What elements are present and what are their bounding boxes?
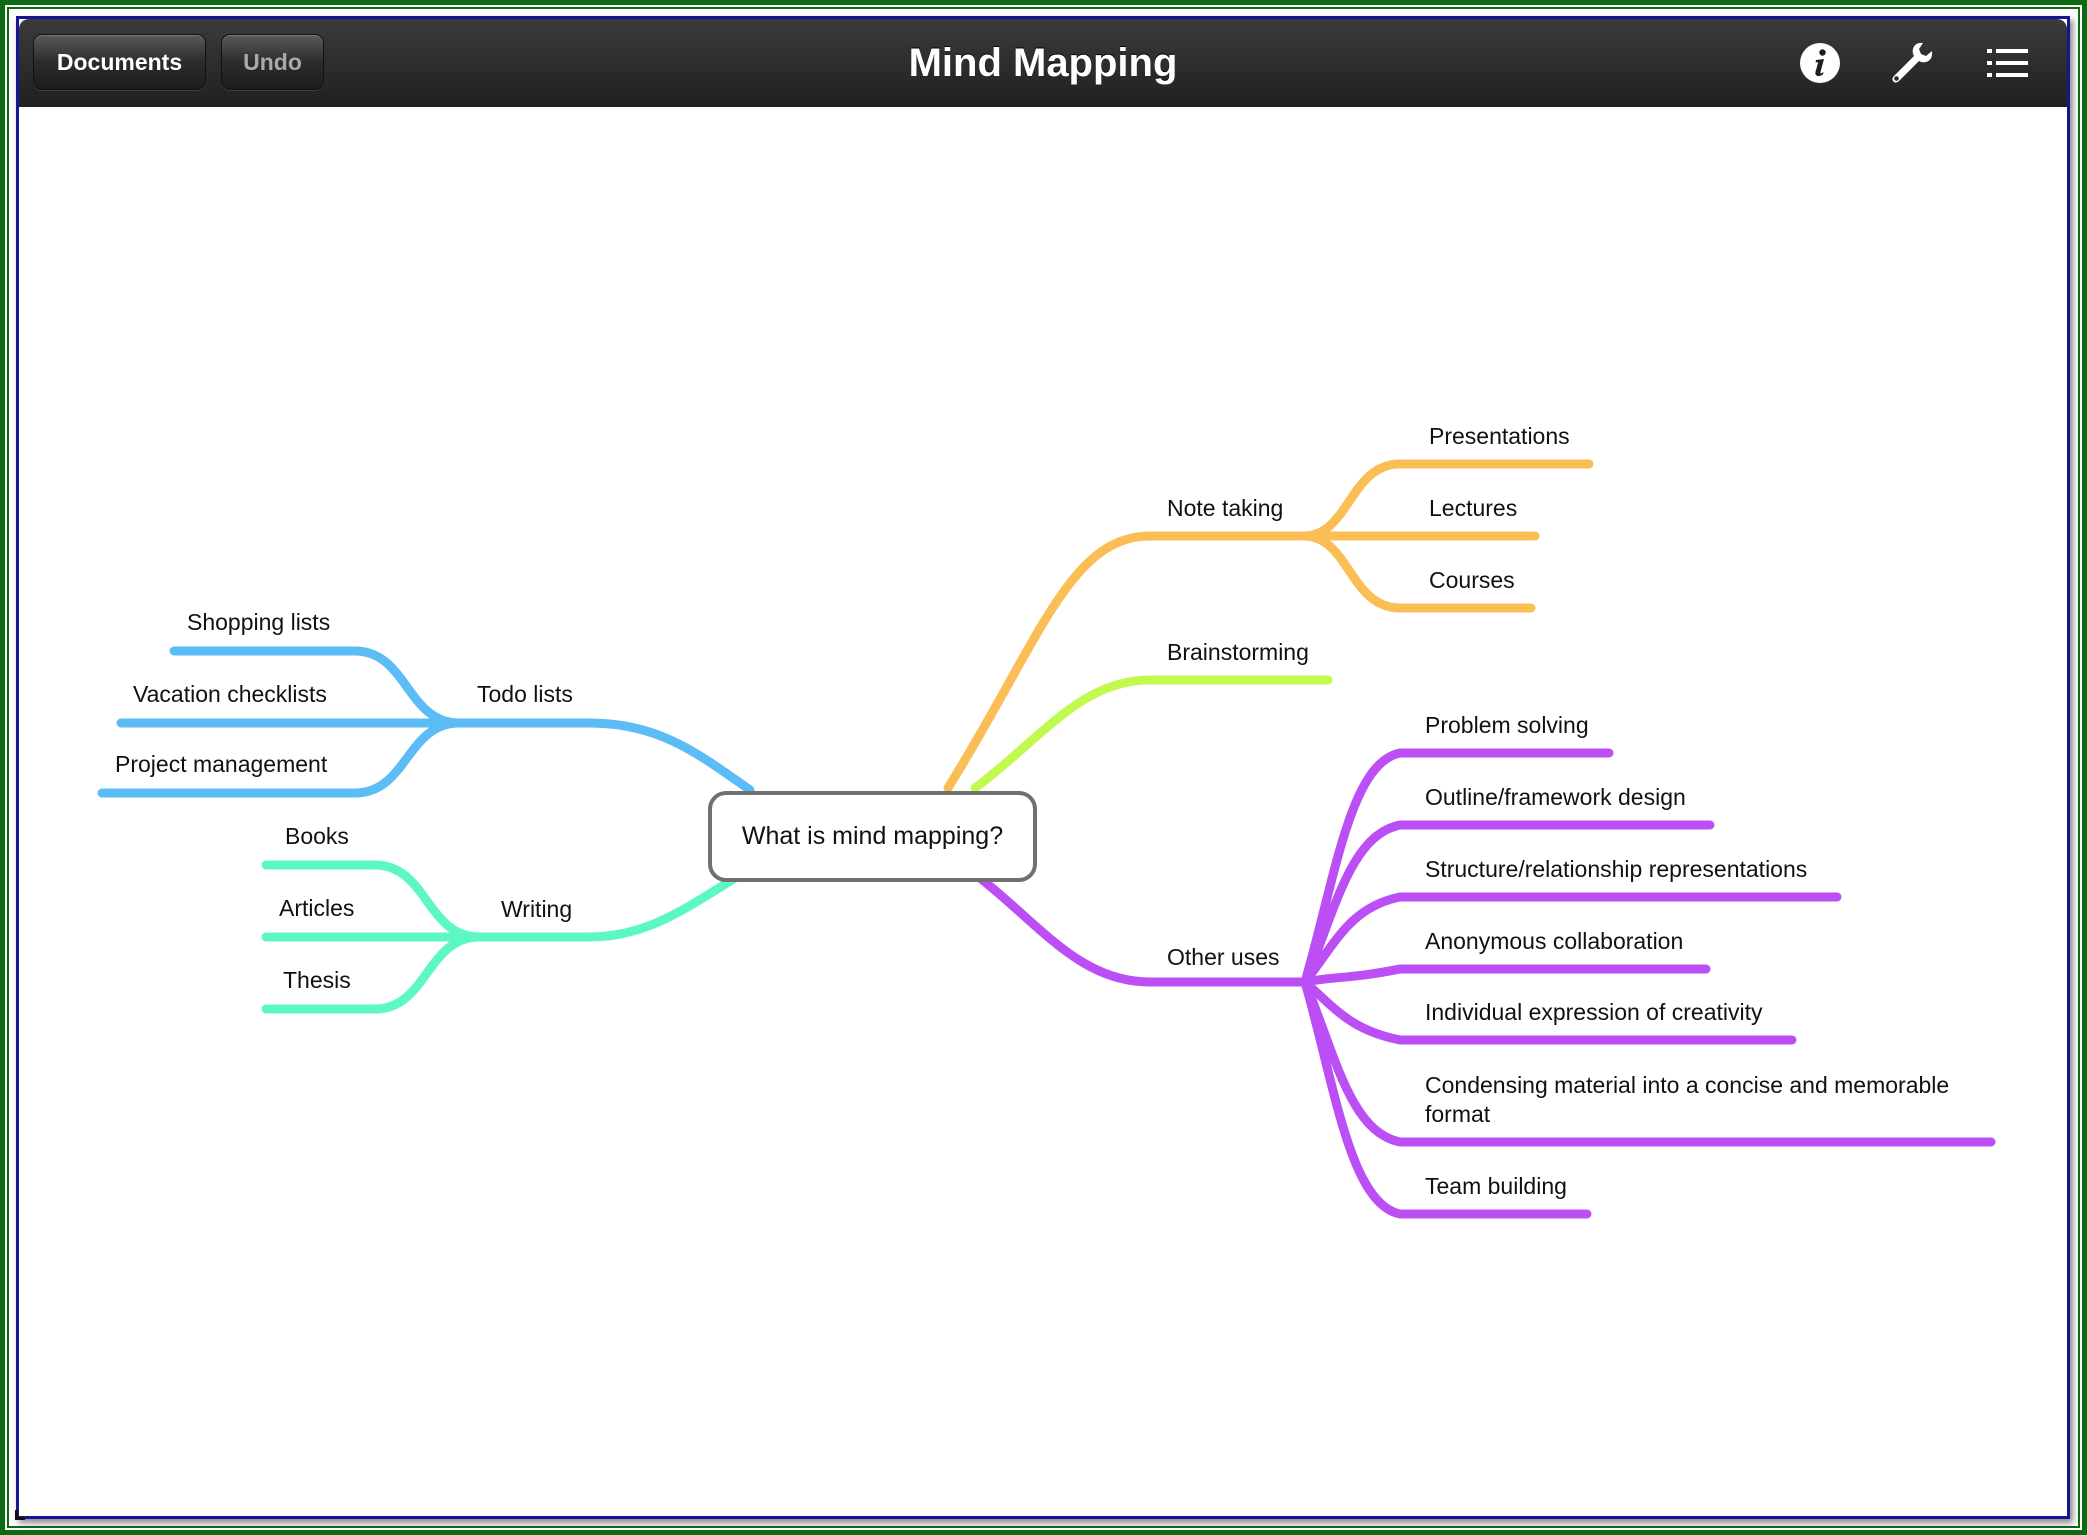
other-uses-child-link [1300, 892, 1842, 987]
note-taking-branch-link [943, 531, 1309, 793]
node-note-taking[interactable]: Note taking [1167, 495, 1284, 521]
note-taking-child-link [1299, 531, 1536, 613]
brainstorming-branch-link [970, 675, 1333, 793]
writing-branch-link [474, 867, 750, 942]
node-writing-child[interactable]: Books [285, 823, 349, 849]
node-other-uses[interactable]: Other uses [1167, 944, 1280, 970]
todo-branch-link [454, 718, 755, 795]
info-button[interactable] [1794, 39, 1846, 87]
node-todo-child[interactable]: Shopping lists [187, 609, 331, 635]
page-title: Mind Mapping [908, 41, 1178, 85]
app-window: Documents Undo Mind Mapping [16, 16, 2070, 1519]
node-other-uses-child[interactable]: Condensing material into a concise and m… [1425, 1072, 1950, 1127]
node-other-uses-child[interactable]: Anonymous collaboration [1425, 928, 1684, 954]
node-other-uses-child[interactable]: Outline/framework design [1425, 784, 1686, 810]
node-note-taking-child[interactable]: Courses [1429, 567, 1515, 593]
mind-map-canvas[interactable]: What is mind mapping? Todo lists Shopping… [19, 107, 2067, 1516]
node-todo-lists[interactable]: Todo lists [477, 681, 573, 707]
todo-child-link [97, 718, 464, 798]
undo-button[interactable]: Undo [221, 34, 324, 90]
outline-list-button[interactable] [1982, 39, 2034, 87]
mind-map-links [97, 459, 1996, 1219]
list-icon [1987, 49, 2028, 77]
other-uses-child-link [1300, 820, 1715, 987]
info-icon [1800, 43, 1840, 83]
node-todo-child[interactable]: Vacation checklists [133, 681, 327, 707]
other-uses-child-link [1300, 964, 1711, 987]
node-other-uses-child[interactable]: Team building [1425, 1173, 1567, 1199]
node-note-taking-child[interactable]: Presentations [1429, 423, 1570, 449]
other-uses-branch-link [975, 873, 1310, 987]
wrench-icon [1892, 42, 1933, 83]
node-other-uses-child[interactable]: Individual expression of creativity [1425, 999, 1763, 1025]
other-uses-child-link [1300, 748, 1614, 987]
node-note-taking-child[interactable]: Lectures [1429, 495, 1518, 521]
node-writing-child[interactable]: Thesis [283, 967, 351, 993]
central-topic-label: What is mind mapping? [741, 822, 1004, 850]
other-uses-child-link [1300, 977, 1797, 1045]
node-other-uses-child[interactable]: Structure/relationship representations [1425, 856, 1808, 882]
toolbar: Documents Undo Mind Mapping [19, 19, 2067, 107]
documents-button[interactable]: Documents [33, 34, 206, 90]
node-todo-child[interactable]: Project management [115, 751, 328, 777]
node-brainstorming[interactable]: Brainstorming [1167, 639, 1309, 665]
other-uses-child-link [1300, 977, 1592, 1219]
node-writing[interactable]: Writing [501, 896, 573, 922]
settings-button[interactable] [1885, 39, 1937, 87]
writing-child-link [261, 932, 484, 1014]
node-other-uses-child[interactable]: Problem solving [1425, 712, 1589, 738]
central-topic-node[interactable]: What is mind mapping? [708, 791, 1037, 882]
node-writing-child[interactable]: Articles [279, 895, 355, 921]
